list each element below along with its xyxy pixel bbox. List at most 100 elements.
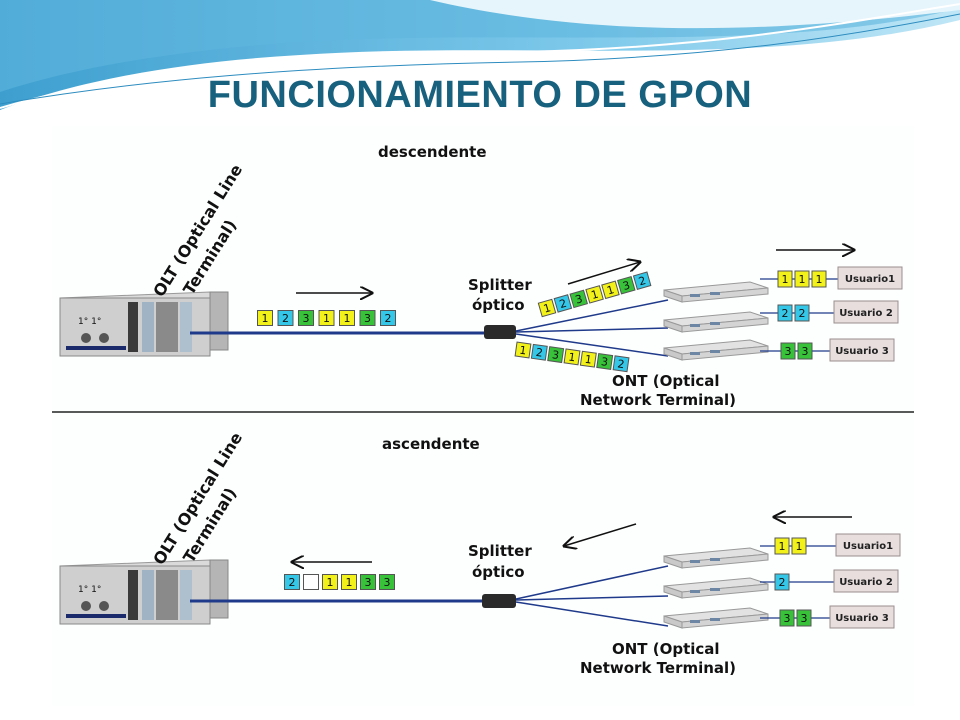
packet-label: 2 [385, 312, 392, 325]
packet-label: 1 [584, 353, 593, 367]
branch-down-1 [515, 299, 669, 332]
packet-label: 3 [364, 312, 371, 325]
ont-device [663, 607, 769, 629]
svg-text:1° 1°: 1° 1° [78, 585, 101, 595]
packet: 2 [380, 310, 396, 326]
packet-label: 1 [779, 540, 786, 553]
ont-devices-down [663, 281, 769, 361]
packet: 3 [596, 353, 614, 370]
packet-label: 1 [799, 273, 806, 286]
ont-device [663, 577, 769, 599]
packet-label: 1 [323, 312, 330, 325]
packet-label: 1 [542, 301, 552, 315]
packet-label: 1 [519, 344, 528, 358]
packet: 1 [563, 348, 581, 366]
packet: 1 [601, 280, 620, 300]
user-box: Usuario 2 [833, 569, 899, 593]
packet: 1 [774, 537, 790, 555]
splitter-device-up [482, 594, 516, 608]
packet-label: 3 [574, 292, 584, 306]
splitter-label-down-line2: óptico [472, 296, 525, 314]
user-name: Usuario1 [843, 541, 893, 552]
olt-device-down: 1° 1° [59, 291, 229, 357]
packet-label: 1 [796, 540, 803, 553]
olt-device-up: 1° 1° [59, 559, 229, 625]
upstream-heading: ascendente [382, 435, 480, 453]
ont-device [663, 339, 769, 361]
packet: 1 [777, 270, 793, 288]
user-name: Usuario 2 [839, 308, 893, 319]
packet: 1 [791, 537, 807, 555]
packet-label: 3 [384, 576, 391, 589]
packet-label: 1 [346, 576, 353, 589]
packet-label: 1 [344, 312, 351, 325]
packet: 1 [339, 310, 355, 326]
downstream-heading: descendente [378, 143, 487, 161]
branch-down-2 [515, 327, 669, 333]
packet [303, 574, 319, 590]
packet: 1 [794, 270, 810, 288]
svg-text:1° 1°: 1° 1° [78, 317, 101, 327]
packet: 1 [585, 285, 604, 304]
branch-up-1 [515, 565, 669, 600]
packet-label: 1 [590, 288, 600, 302]
packet-label: 3 [303, 312, 310, 325]
packet: 3 [617, 275, 636, 295]
user-name: Usuario 2 [839, 577, 893, 588]
packet: 3 [779, 609, 795, 627]
packet: 3 [360, 574, 376, 590]
packet-label: 2 [558, 297, 568, 311]
arrow-down-split [567, 262, 640, 285]
ont-device [663, 281, 769, 303]
user-box: Usuario 3 [829, 605, 895, 629]
packet: 3 [780, 342, 796, 360]
packet: 2 [553, 294, 573, 313]
user-name: Usuario 3 [835, 613, 889, 624]
packet: 1 [318, 310, 335, 326]
packet-label: 2 [289, 576, 296, 589]
user-box: Usuario1 [837, 266, 903, 290]
packet-label: 2 [799, 307, 806, 320]
user-name: Usuario1 [845, 274, 895, 285]
packet: 2 [632, 271, 652, 290]
packet-label: 3 [600, 355, 609, 369]
packet: 1 [579, 350, 597, 368]
ont-label-up-line2: Network Terminal) [580, 659, 736, 677]
upstream-section: ascendente 1° 1° OLT (Optical Line Termi… [59, 429, 901, 677]
user-name: Usuario 3 [835, 346, 889, 357]
packet: 1 [537, 298, 557, 318]
branch-up-2 [515, 595, 669, 601]
packet-label: 1 [262, 312, 269, 325]
user-box: Usuario 2 [833, 300, 899, 324]
ont-device [663, 311, 769, 333]
header-wave-decoration [0, 0, 960, 110]
packet: 2 [284, 574, 300, 590]
branch-down-3 [515, 333, 669, 357]
packet: 2 [774, 573, 790, 591]
packet-label: 3 [621, 279, 631, 293]
splitter-label-down-line1: Splitter [468, 276, 532, 294]
packet: 3 [379, 574, 395, 590]
ont-devices-up [663, 547, 769, 629]
packet-label: 3 [802, 345, 809, 358]
user-box: Usuario1 [835, 533, 901, 557]
packet: 2 [530, 343, 548, 361]
splitter-device-down [484, 325, 516, 339]
packet: 3 [359, 310, 376, 326]
packet-label: 2 [637, 274, 647, 288]
packet-label: 3 [801, 612, 808, 625]
packet-label: 1 [816, 273, 823, 286]
ont-label-down-line2: Network Terminal) [580, 391, 736, 409]
packet-label: 3 [785, 345, 792, 358]
packet-label: 1 [327, 576, 334, 589]
packet-label: 2 [779, 576, 786, 589]
packet-label: 3 [551, 348, 560, 362]
packet-label: 3 [365, 576, 372, 589]
